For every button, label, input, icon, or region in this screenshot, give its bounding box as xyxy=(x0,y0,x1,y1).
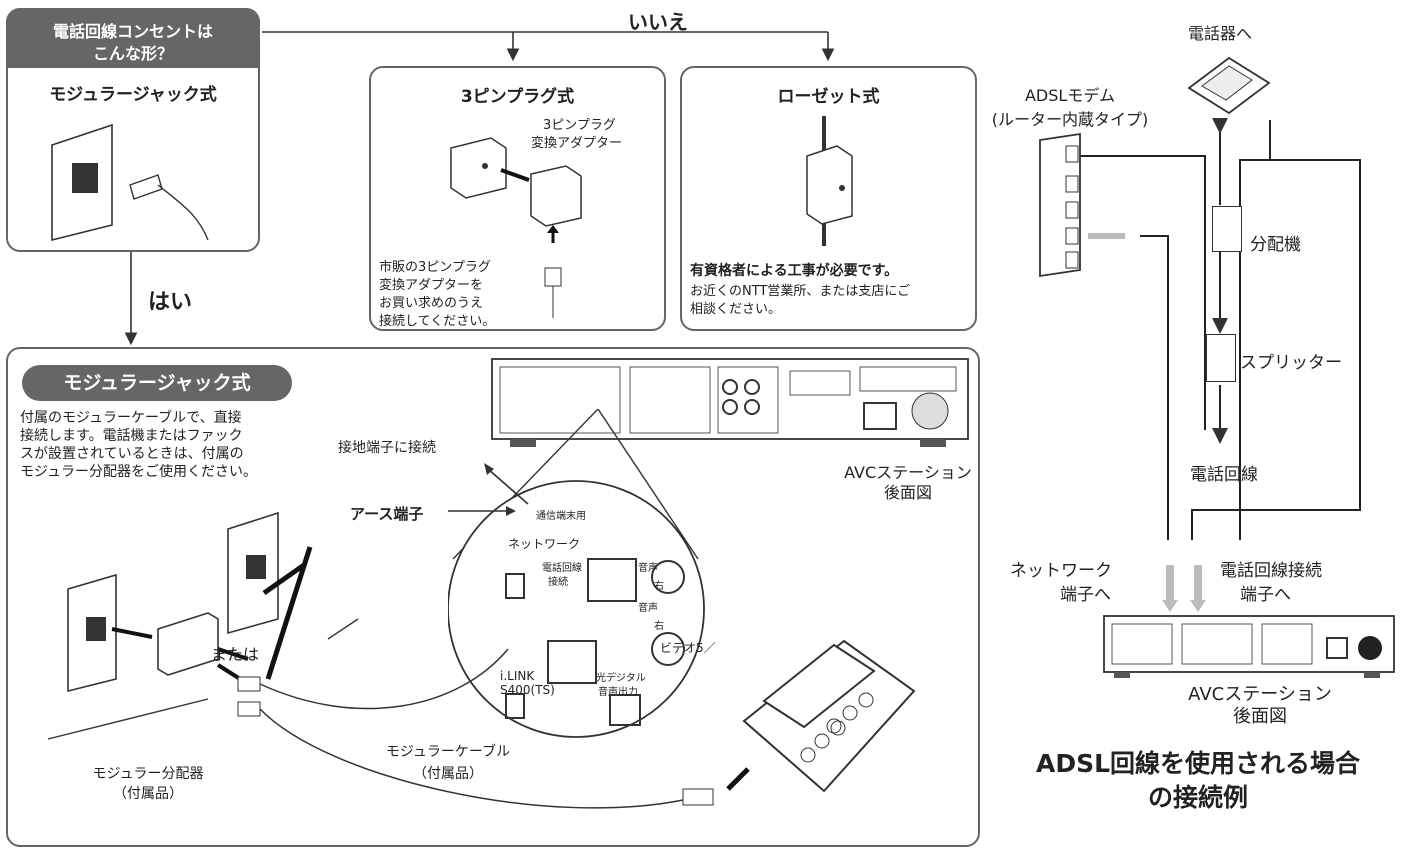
adsl-line-label: 電話回線 xyxy=(1190,460,1258,485)
wall-jack-illustration xyxy=(38,115,238,245)
adsl-net-label-1: ネットワーク xyxy=(1010,556,1112,581)
avc-label-2: 後面図 xyxy=(838,479,978,503)
rosette-illustration xyxy=(797,116,867,251)
earth-connect-label: 接地端子に接続 xyxy=(338,437,436,457)
splitter-label-2: （付属品） xyxy=(58,783,238,803)
rosette-note-1: お近くのNTT営業所、または支店にご xyxy=(690,280,910,299)
main-desc-2: 接続します。電話機またはファック xyxy=(20,425,243,445)
main-badge: モジュラージャック式 xyxy=(22,365,292,401)
main-desc-1: 付属のモジュラーケーブルで、直接 xyxy=(20,407,242,427)
question-line1: 電話回線コンセントは xyxy=(8,18,258,42)
3pin-title: 3ピンプラグ式 xyxy=(371,82,664,107)
main-connection-box: モジュラージャック式 付属のモジュラーケーブルで、直接 接続します。電話機または… xyxy=(6,347,980,847)
answer-yes: はい xyxy=(148,284,192,316)
adsl-splitter-box xyxy=(1206,334,1236,382)
adsl-caption-1: ADSL回線を使用される場合 xyxy=(998,744,1398,780)
rosette-box: ローゼット式 有資格者による工事が必要です。 お近くのNTT営業所、または支店に… xyxy=(680,66,977,331)
telephone-illustration xyxy=(724,631,924,801)
adsl-caption-2: の接続例 xyxy=(998,778,1398,814)
adsl-avc-label-2: 後面図 xyxy=(1160,702,1360,728)
adsl-splitter-label: スプリッター xyxy=(1240,348,1342,373)
adsl-distributor-label: 分配機 xyxy=(1250,230,1301,255)
or-label: または xyxy=(211,641,259,665)
splitter-label-1: モジュラー分配器 xyxy=(58,763,238,783)
3pin-note-1: 市販の3ピンプラグ xyxy=(379,256,491,275)
3pin-note-2: 変換アダプターを xyxy=(379,274,483,293)
rosette-title: ローゼット式 xyxy=(682,82,975,107)
rosette-note-2: 相談ください。 xyxy=(690,298,781,317)
modular-type-box: 電話回線コンセントは こんな形？ モジュラージャック式 xyxy=(6,8,260,252)
adsl-avc-panel xyxy=(1102,612,1398,682)
adsl-tel-label-1: 電話回線接続 xyxy=(1220,556,1322,581)
3pin-note-3: お買い求めのうえ xyxy=(379,292,483,311)
main-desc-4: モジュラー分配器をご使用ください。 xyxy=(20,461,257,481)
adsl-modem-icon xyxy=(1030,130,1090,280)
adsl-phone-icon xyxy=(1184,48,1274,118)
modular-box-title: モジュラージャック式 xyxy=(8,80,258,105)
cable-label-2: （付属品） xyxy=(358,763,538,783)
question-line2: こんな形？ xyxy=(8,40,258,64)
answer-no: いいえ xyxy=(628,6,688,35)
adsl-to-phone: 電話器へ xyxy=(1160,20,1280,44)
adsl-tel-label-2: 端子へ xyxy=(1240,580,1291,605)
3pin-note-4: 接続してください。 xyxy=(379,310,495,329)
adsl-net-label-2: 端子へ xyxy=(1060,580,1111,605)
distributor-box xyxy=(1212,206,1242,252)
adsl-modem-label-2: (ルーター内蔵タイプ) xyxy=(960,106,1180,130)
adsl-modem-label-1: ADSLモデム xyxy=(990,82,1150,106)
main-desc-3: スが設置されているときは、付属の xyxy=(20,443,244,463)
rosette-note-bold: 有資格者による工事が必要です。 xyxy=(690,260,898,280)
3pin-plug-box: 3ピンプラグ式 3ピンプラグ 変換アダプター 市販の3ピンプラグ 変換アダプター… xyxy=(369,66,666,331)
cable-label-1: モジュラーケーブル xyxy=(358,741,538,761)
